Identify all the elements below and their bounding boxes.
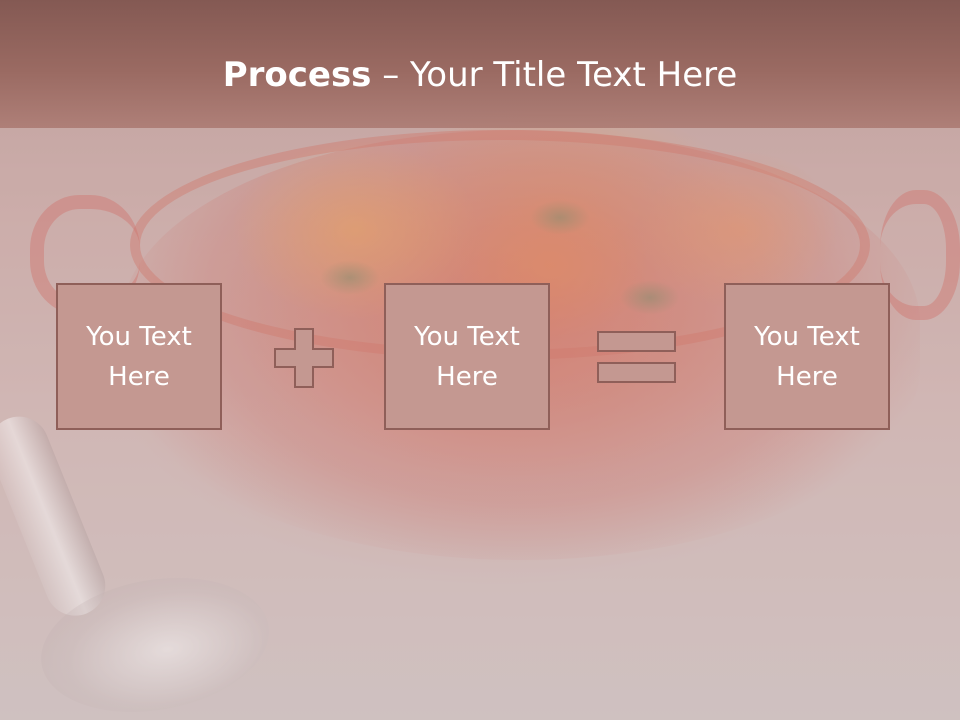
title-bold: Process	[222, 55, 372, 95]
plus-icon	[274, 328, 334, 388]
equals-icon	[597, 331, 676, 383]
slide-title[interactable]: Process – Your Title Text Here	[0, 52, 960, 98]
process-box-label: You Text Here	[754, 321, 860, 392]
herb-garnish	[620, 280, 680, 315]
title-rest: – Your Title Text Here	[371, 55, 738, 95]
plus-center	[276, 350, 332, 366]
herb-garnish	[530, 200, 590, 235]
herb-garnish	[320, 260, 380, 295]
process-box-label: You Text Here	[414, 321, 520, 392]
process-box-2[interactable]: You Text Here	[384, 283, 550, 430]
title-band	[0, 0, 960, 128]
equals-bar-top	[597, 331, 676, 352]
process-box-1[interactable]: You Text Here	[56, 283, 222, 430]
process-box-label: You Text Here	[86, 321, 192, 392]
equals-bar-bottom	[597, 362, 676, 383]
process-box-3[interactable]: You Text Here	[724, 283, 890, 430]
